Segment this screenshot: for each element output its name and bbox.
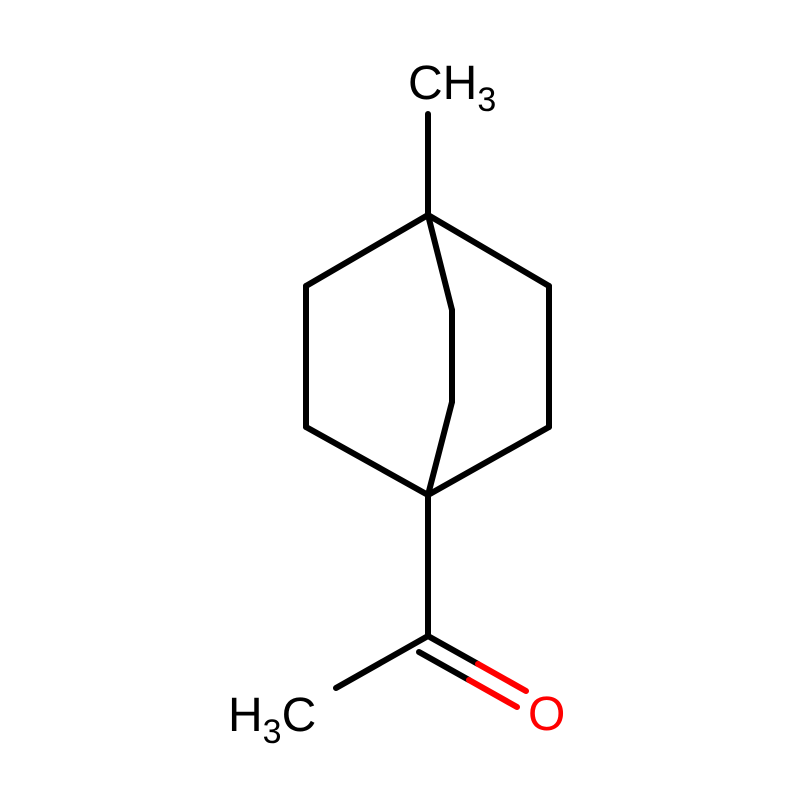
bond-carbonyl-1b xyxy=(475,661,529,694)
bond-bridge-lower xyxy=(425,399,455,498)
bond-bottom-left xyxy=(303,424,431,498)
oxygen-label: O xyxy=(528,688,565,741)
bond-carbonyl-2b xyxy=(466,677,520,710)
bond-group xyxy=(303,111,552,710)
bond-carbonyl-2a xyxy=(416,649,472,683)
bond-bridge-upper xyxy=(425,212,455,313)
bond-top-right xyxy=(425,212,552,289)
bond-bottom-right xyxy=(425,424,552,498)
bond-top-left xyxy=(303,212,431,289)
bond-to-methyl-bottom xyxy=(333,633,431,691)
methyl-top-label: CH3 xyxy=(408,57,496,119)
bond-carbonyl-1a xyxy=(425,633,481,667)
methyl-bottom-label: H3C xyxy=(228,689,316,751)
